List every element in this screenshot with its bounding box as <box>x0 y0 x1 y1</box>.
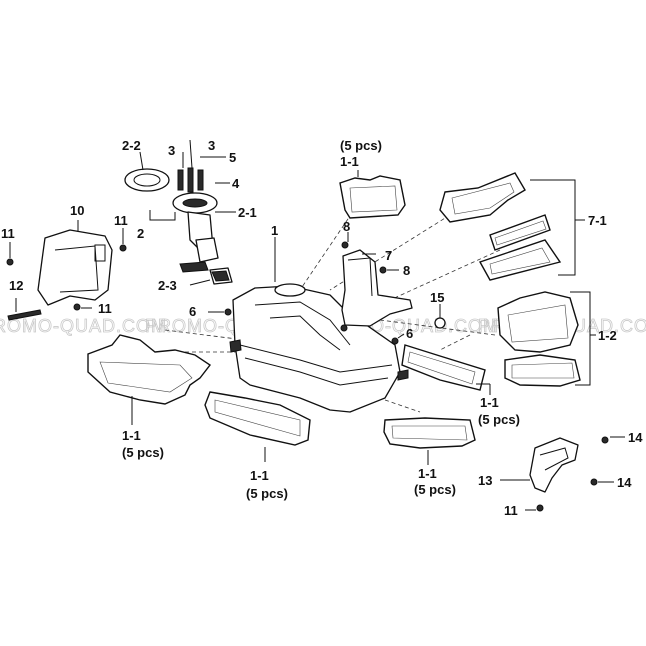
label-8: 8 <box>403 263 410 278</box>
heat-shield-10 <box>6 220 127 321</box>
label-1-1: 1-1 <box>340 154 359 169</box>
callout-labels: 2-2 3 3 5 4 2-1 2 10 11 11 11 11 12 2-3 … <box>1 138 643 518</box>
quantity-label: (5 pcs) <box>246 486 288 501</box>
label-2-2: 2-2 <box>122 138 141 153</box>
fuel-pump-2-1 <box>149 139 236 273</box>
label-2-1: 2-1 <box>238 205 257 220</box>
label-3: 3 <box>208 138 215 153</box>
label-11: 11 <box>98 301 112 316</box>
foam-pads-1-2 <box>497 291 596 387</box>
filter-2-3 <box>189 267 233 286</box>
label-5: 5 <box>229 150 236 165</box>
label-1-2: 1-2 <box>598 328 617 343</box>
label-6: 6 <box>189 304 196 319</box>
label-2-3: 2-3 <box>158 278 177 293</box>
gasket-2-2 <box>124 151 170 192</box>
label-7-1: 7-1 <box>588 213 607 228</box>
label-15: 15 <box>430 290 444 305</box>
fuel-tank-1 <box>208 237 409 413</box>
label-2: 2 <box>137 226 144 241</box>
label-11: 11 <box>114 213 128 228</box>
label-8: 8 <box>343 219 350 234</box>
guard-13 <box>500 436 625 512</box>
label-12: 12 <box>9 278 23 293</box>
label-14: 14 <box>628 430 643 445</box>
label-1-1: 1-1 <box>418 466 437 481</box>
label-11: 11 <box>504 503 518 518</box>
label-1: 1 <box>271 223 278 238</box>
label-3: 3 <box>168 143 175 158</box>
label-4: 4 <box>232 176 240 191</box>
label-13: 13 <box>478 473 492 488</box>
watermark-text: PROMO-QUAD.COM <box>0 316 167 336</box>
foam-pads-7-1 <box>439 172 585 281</box>
bracket-7 <box>340 232 446 345</box>
quantity-label: (5 pcs) <box>478 412 520 427</box>
label-11: 11 <box>1 226 15 241</box>
label-1-1: 1-1 <box>122 428 141 443</box>
label-1-1: 1-1 <box>480 395 499 410</box>
label-10: 10 <box>70 203 84 218</box>
quantity-label: (5 pcs) <box>122 445 164 460</box>
label-1-1: 1-1 <box>250 468 269 483</box>
quantity-label: (5 pcs) <box>340 138 382 153</box>
label-6: 6 <box>406 326 413 341</box>
quantity-label: (5 pcs) <box>414 482 456 497</box>
foam-pads-1-1 <box>87 170 491 465</box>
label-7: 7 <box>385 248 392 263</box>
label-14: 14 <box>617 475 632 490</box>
